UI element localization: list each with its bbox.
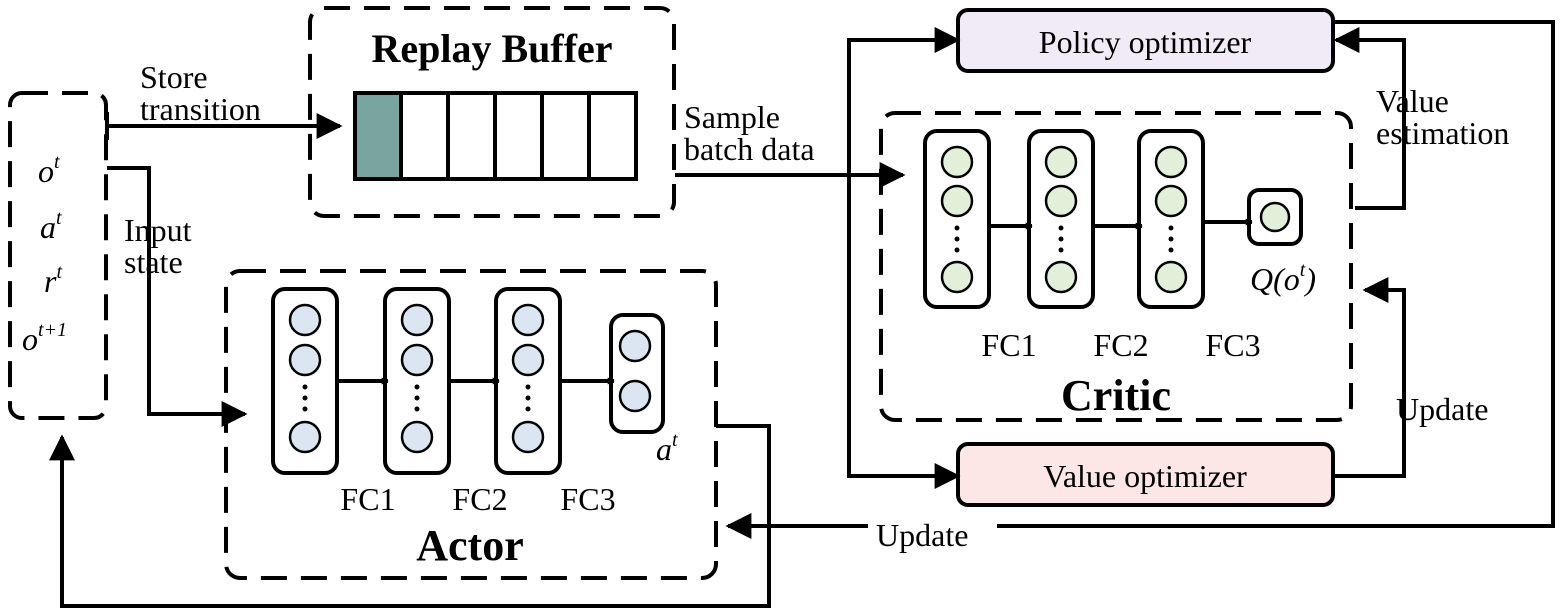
- critic-update-label: Update: [1396, 391, 1488, 427]
- critic-node: [1154, 184, 1188, 218]
- critic-node: [940, 260, 974, 294]
- transition-action: at: [40, 207, 62, 245]
- critic-fc1-label: FC1: [981, 327, 1036, 363]
- state-label: state: [124, 244, 183, 280]
- replay-buffer-box: [308, 6, 676, 218]
- critic-output-label: Q(ot): [1250, 259, 1316, 297]
- actor-network: [271, 287, 665, 475]
- buffer-slot: [540, 91, 591, 181]
- actor-node: [511, 303, 545, 337]
- actor-node: [288, 343, 322, 377]
- actor-title: Actor: [416, 521, 524, 570]
- critic-title: Critic: [1061, 371, 1171, 420]
- actor-node: [288, 303, 322, 337]
- critic-fc3-label: FC3: [1205, 327, 1260, 363]
- replay-buffer-title: Replay Buffer: [371, 26, 612, 71]
- buffer-slot-filled: [353, 91, 403, 181]
- actor-node: [400, 303, 434, 337]
- actor-node: [400, 420, 434, 454]
- critic-fc2-layer: [1027, 129, 1095, 309]
- ellipsis-icon: [954, 225, 1174, 253]
- critic-node: [1259, 201, 1291, 233]
- estimation-label: estimation: [1376, 115, 1509, 151]
- critic-fc2-label: FC2: [1093, 327, 1148, 363]
- critic-node: [1154, 145, 1188, 179]
- critic-node: [940, 145, 974, 179]
- value-optimizer-label: Value optimizer: [1043, 458, 1247, 494]
- transition-box: [8, 91, 108, 420]
- policy-optimizer-label: Policy optimizer: [1039, 24, 1252, 60]
- batch-data-label: batch data: [684, 131, 815, 167]
- actor-fc3-label: FC3: [560, 481, 615, 517]
- value-label: Value: [1376, 83, 1449, 119]
- actor-node: [618, 329, 652, 363]
- actor-node: [288, 420, 322, 454]
- input-label: Input: [124, 212, 192, 248]
- buffer-slot: [446, 91, 497, 181]
- actor-output-label: at: [656, 429, 678, 467]
- critic-node: [1044, 260, 1078, 294]
- replay-buffer-slots: [353, 91, 638, 181]
- buffer-slot: [493, 91, 544, 181]
- actor-fc2-label: FC2: [452, 481, 507, 517]
- actor-node: [618, 379, 652, 413]
- transition-label: transition: [140, 91, 261, 127]
- actor-node: [511, 343, 545, 377]
- transition-reward: rt: [44, 261, 62, 299]
- sample-to-policy-arrow: [847, 27, 961, 175]
- action-feedback-arrow: [49, 424, 771, 608]
- critic-fc1-layer: [923, 129, 991, 309]
- transition-next-obs: ot+1: [22, 319, 67, 357]
- input-state-arrow: [107, 166, 248, 427]
- actor-update-label: Update: [876, 517, 968, 553]
- critic-node: [940, 184, 974, 218]
- buffer-slot: [587, 91, 638, 181]
- critic-node: [1044, 145, 1078, 179]
- sample-label: Sample: [684, 99, 780, 135]
- critic-network: [923, 129, 1303, 309]
- critic-update-arrow: [1333, 277, 1406, 478]
- transition-obs: ot: [38, 151, 60, 189]
- buffer-slot: [399, 91, 450, 181]
- critic-node: [1044, 184, 1078, 218]
- critic-node: [1154, 260, 1188, 294]
- store-label: Store: [140, 59, 208, 95]
- critic-fc3-layer: [1137, 129, 1205, 309]
- actor-fc1-label: FC1: [340, 481, 395, 517]
- sample-to-value-arrow: [847, 175, 961, 489]
- actor-update-line-top: [997, 20, 1555, 528]
- actor-node: [511, 420, 545, 454]
- critic-box: [879, 111, 1353, 422]
- value-estimation-arrow: [1333, 27, 1406, 210]
- ellipsis-icon: [302, 384, 531, 412]
- actor-node: [400, 343, 434, 377]
